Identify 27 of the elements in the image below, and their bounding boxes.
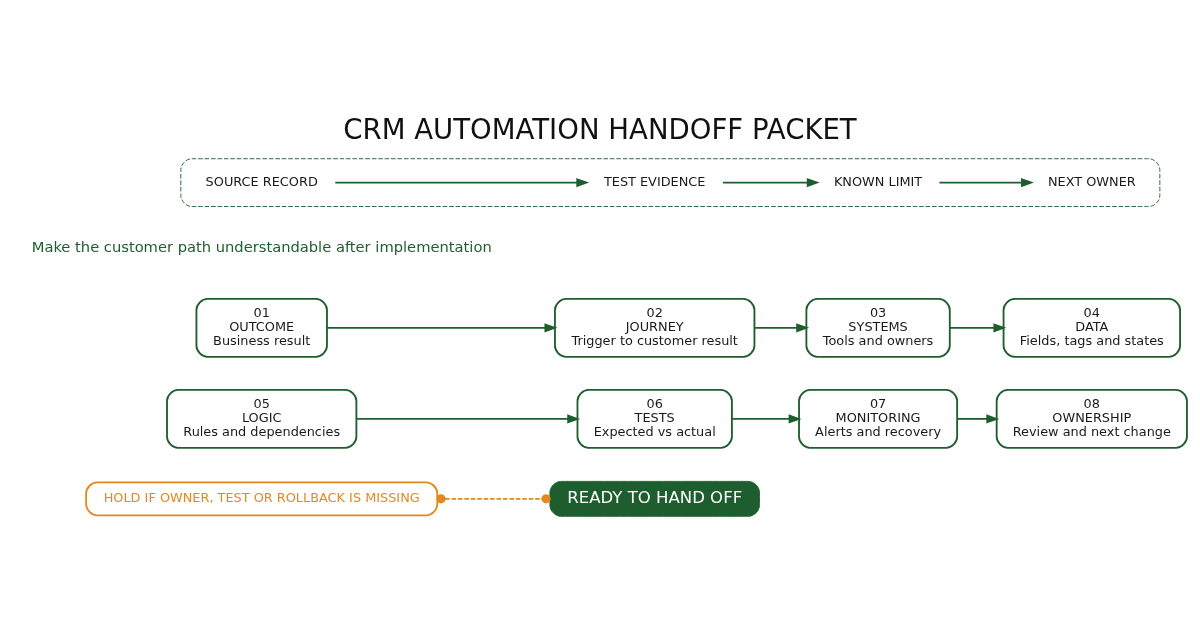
arrow xyxy=(355,414,581,424)
node-box: 05 LOGIC Rules and dependencies xyxy=(166,389,358,449)
node-text: NEXT OWNER xyxy=(1047,174,1136,190)
arrow xyxy=(938,178,1034,188)
arrow xyxy=(334,178,590,188)
node-box: HOLD IF OWNER, TEST OR ROLLBACK IS MISSING xyxy=(85,481,439,517)
node-text: KNOWN LIMIT xyxy=(833,174,923,190)
arrow xyxy=(722,178,820,188)
arrow xyxy=(326,323,558,333)
node-box: 04 DATA Fields, tags and states xyxy=(1002,298,1181,358)
node-box: 03 SYSTEMS Tools and owners xyxy=(805,298,951,358)
node-box: 06 TESTS Expected vs actual xyxy=(576,389,733,449)
node-box: 08 OWNERSHIP Review and next change xyxy=(995,389,1188,449)
arrow xyxy=(753,323,810,333)
node-box: READY TO HAND OFF xyxy=(549,480,760,517)
node-box: 07 MONITORING Alerts and recovery xyxy=(798,389,959,449)
node-text: SOURCE RECORD xyxy=(205,174,318,190)
cluster xyxy=(180,158,1161,207)
label: Make the customer path understandable after implementation xyxy=(31,238,492,256)
arrow xyxy=(731,414,802,424)
node-box: 02 JOURNEY Trigger to customer result xyxy=(554,298,756,358)
diagram-title: CRM AUTOMATION HANDOFF PACKET xyxy=(343,113,857,147)
arrow xyxy=(948,323,1007,333)
node-text: TEST EVIDENCE xyxy=(603,174,706,190)
node-box: 01 OUTCOME Business result xyxy=(195,298,328,358)
connector xyxy=(436,494,551,504)
arrow xyxy=(956,414,1000,424)
